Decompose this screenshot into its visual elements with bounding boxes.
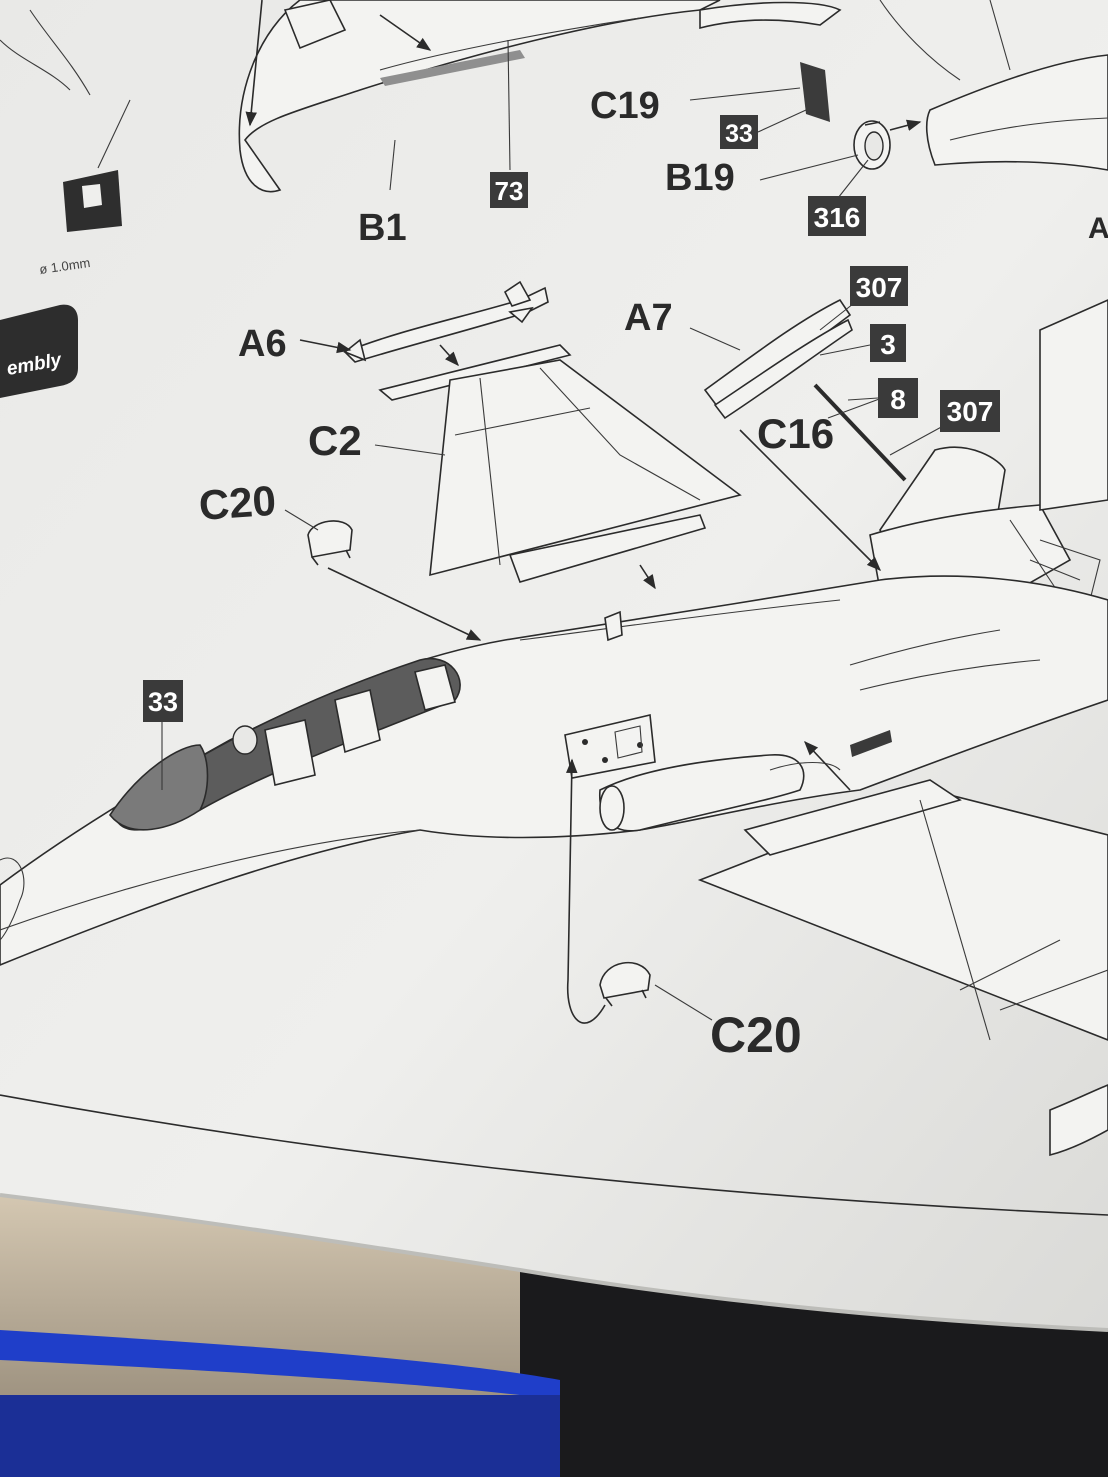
svg-text:307: 307: [856, 272, 903, 303]
page-bottom-rule: [0, 1094, 1108, 1216]
leader-c20-bottom: [654, 984, 713, 1021]
arrow-missile-rail: [439, 344, 459, 367]
page-edge-shadow: [0, 1193, 1108, 1332]
leader-a7: [689, 327, 741, 351]
top-right-sketch: [879, 0, 1011, 81]
label-a7: A7: [624, 297, 673, 339]
paint-code-307-top: 307: [850, 266, 908, 306]
paint-code-33-top: 33: [720, 115, 758, 149]
label-a6: A6: [238, 323, 287, 365]
leader-307-right: [889, 424, 946, 456]
arrow-c20-top: [327, 567, 482, 641]
paint-code-73: 73: [490, 172, 528, 208]
pylon-a7: [703, 298, 853, 420]
leader-a6: [299, 339, 352, 354]
leader-3: [819, 344, 871, 356]
svg-text:307: 307: [947, 396, 994, 427]
svg-text:33: 33: [725, 120, 753, 148]
missile-a6: [343, 280, 549, 363]
svg-text:33: 33: [148, 687, 178, 717]
label-edge-a: A: [1088, 212, 1108, 245]
wing-c2: [378, 344, 742, 583]
part-c20-top: [307, 520, 353, 566]
label-b19: B19: [665, 157, 735, 199]
intake-part: [925, 54, 1108, 171]
leader-c16: [827, 397, 883, 419]
leader-8: [847, 397, 879, 401]
part-c20-bottom: [599, 961, 651, 1007]
label-b1: B1: [358, 207, 407, 249]
leader-left-top: [97, 99, 131, 169]
paint-code-316: 316: [808, 196, 866, 236]
leader-b1: [389, 139, 396, 191]
svg-text:8: 8: [890, 384, 906, 415]
blue-tray-edge: [0, 1330, 560, 1400]
intake-detail: [949, 117, 1108, 141]
label-c20-top: C20: [197, 477, 277, 529]
leader-b19: [759, 154, 859, 181]
leader-c2: [374, 444, 446, 456]
paint-code-8: 8: [878, 378, 918, 418]
arrow-wing: [639, 564, 656, 590]
leader-c19: [689, 87, 801, 101]
paint-code-307-right: 307: [940, 390, 1000, 432]
svg-text:3: 3: [880, 329, 896, 360]
label-c2: C2: [308, 417, 362, 464]
drill-hole-icon: [63, 170, 122, 232]
blue-tray-bottom: [0, 1395, 560, 1477]
arrow-to-tail: [739, 429, 882, 572]
cockpit: [109, 657, 461, 831]
part-b19: [853, 120, 891, 170]
leader-33-top: [757, 109, 807, 133]
arrow-down-b1: [379, 14, 432, 51]
left-top-sketch: [0, 9, 91, 96]
label-c20-bottom: C20: [710, 1007, 802, 1063]
leader-73: [507, 39, 511, 171]
leader-c20-top: [284, 509, 319, 531]
side-tab: [0, 304, 78, 398]
drill-hole-label: ø 1.0mm: [38, 255, 91, 277]
rod-c16: [813, 383, 907, 482]
label-c16: C16: [757, 410, 834, 457]
svg-text:316: 316: [814, 202, 861, 233]
paint-code-3: 3: [870, 324, 906, 362]
arrow-c20-bottom: [566, 758, 606, 1024]
paint-code-33-canopy: 33: [143, 680, 183, 722]
leader-316: [837, 159, 869, 199]
arrow-b19: [889, 119, 922, 131]
svg-text:73: 73: [495, 176, 524, 206]
fuselage-half-b1: [238, 0, 842, 193]
arrow-into-b1: [245, 0, 263, 127]
wing-lower-right: [697, 779, 1108, 1157]
label-c19: C19: [590, 85, 660, 127]
arrow-to-wing-root: [804, 740, 851, 791]
part-c19: [800, 62, 830, 122]
